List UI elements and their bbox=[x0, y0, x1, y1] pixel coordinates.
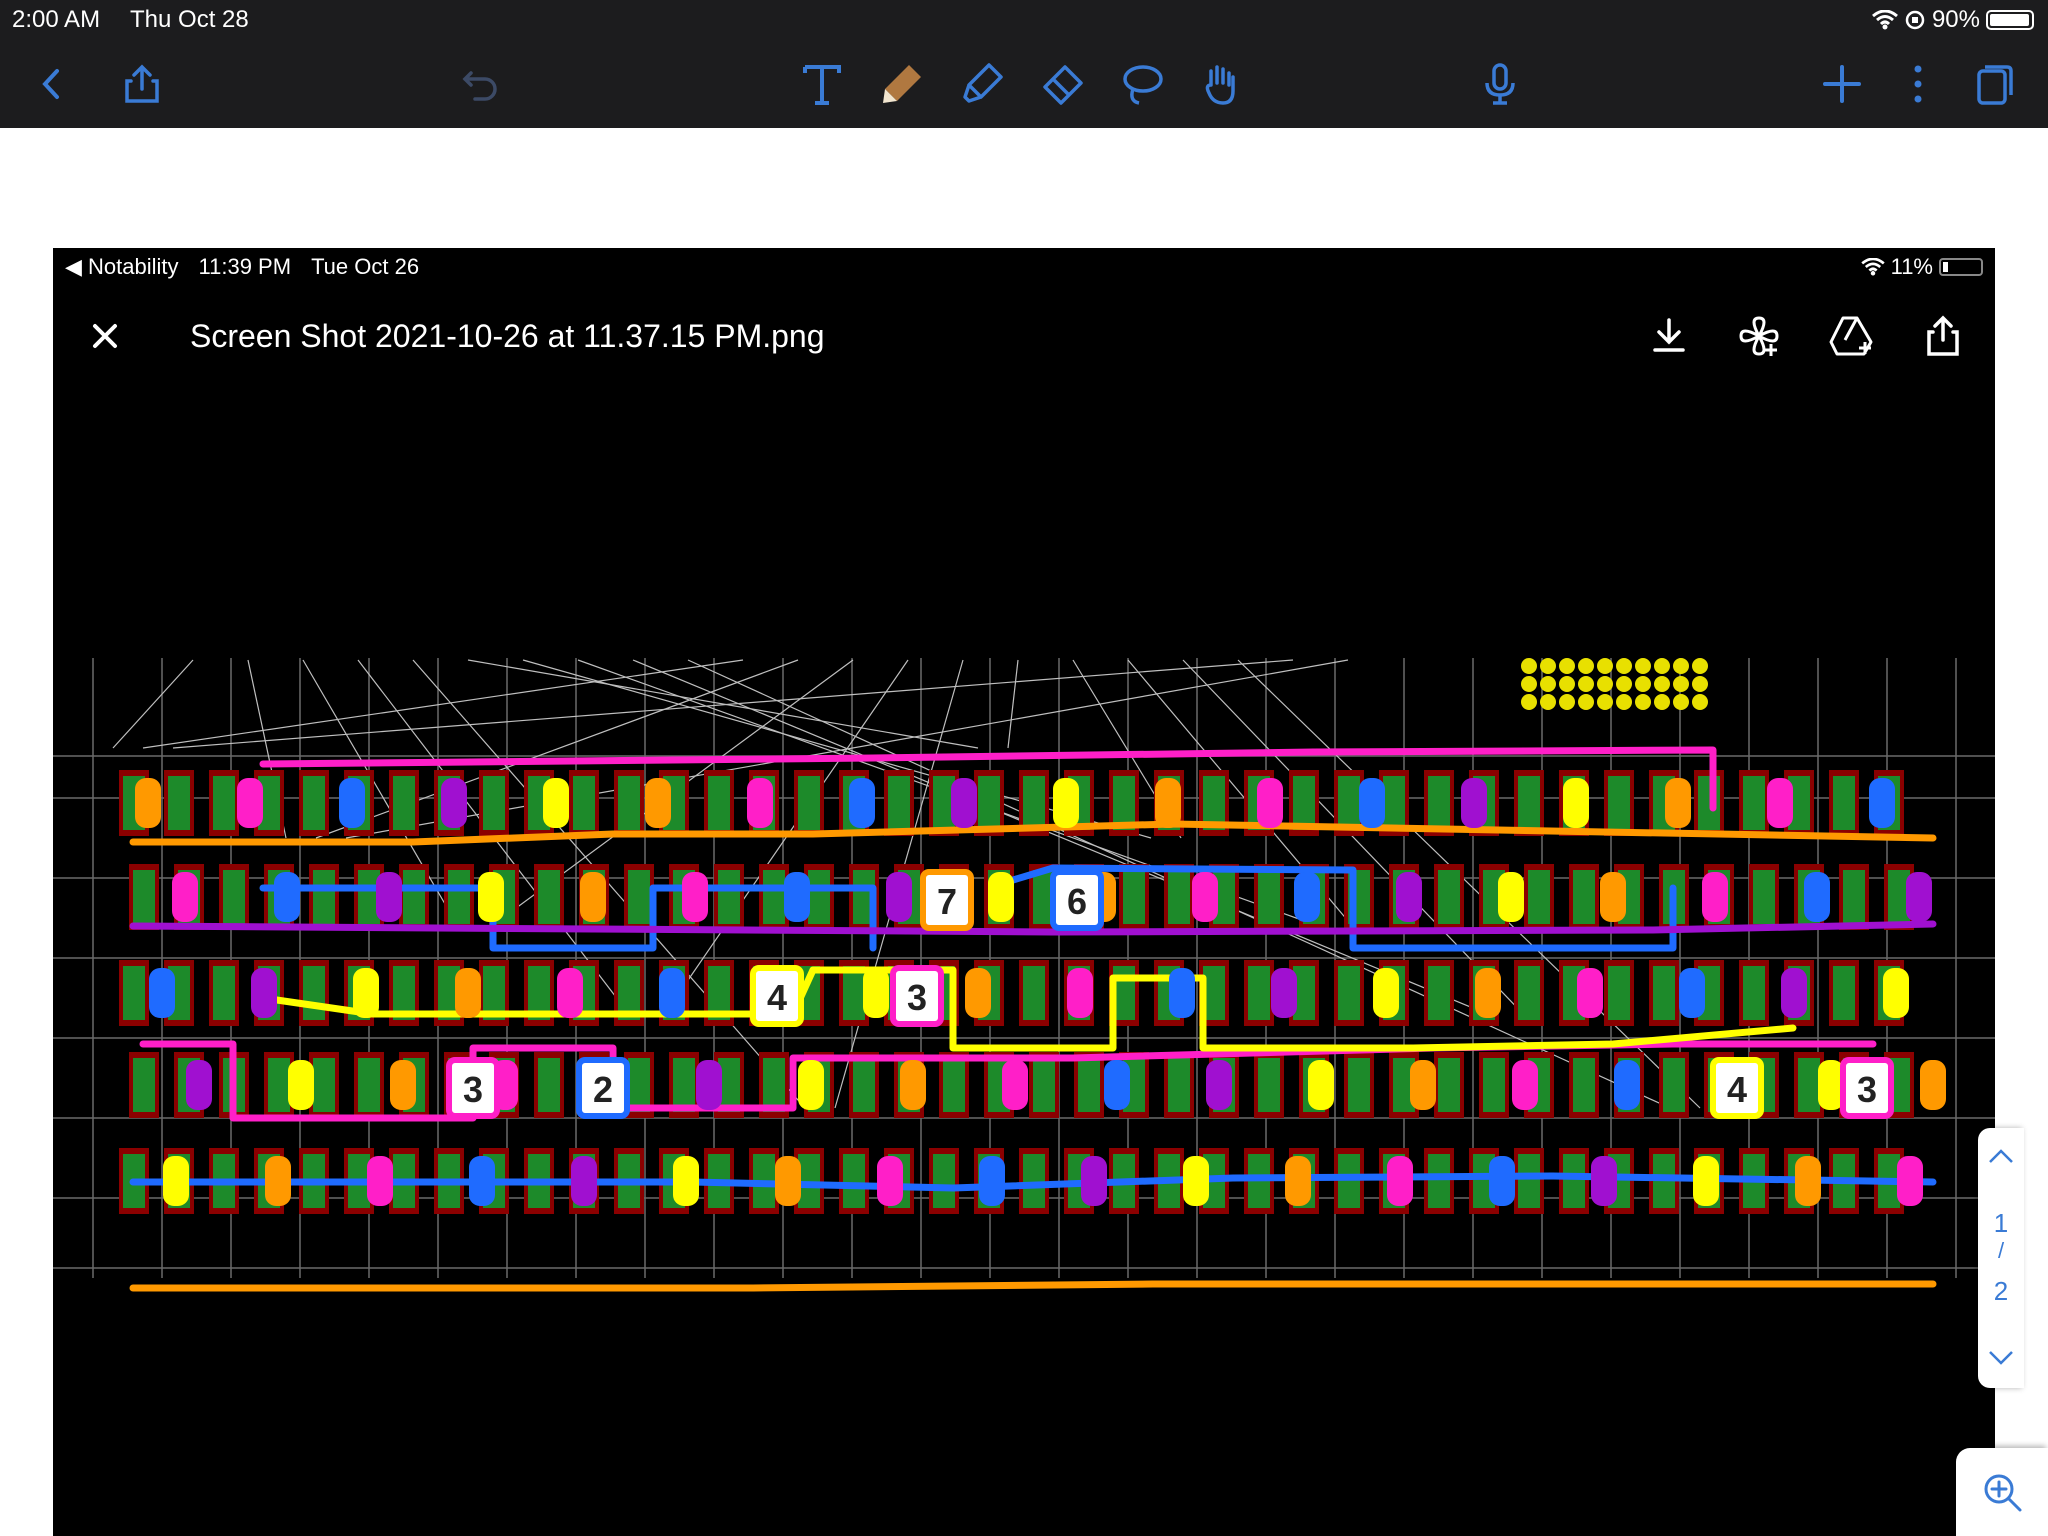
page-separator: / bbox=[1997, 1238, 2005, 1263]
more-icon bbox=[1914, 65, 1922, 103]
share-icon[interactable] bbox=[1919, 312, 1967, 360]
annotation-number: 4 bbox=[767, 977, 787, 1018]
annotation-number: 3 bbox=[1857, 1069, 1877, 1110]
add-button[interactable] bbox=[1816, 58, 1868, 110]
chevron-left-icon bbox=[42, 69, 59, 99]
add-to-drive-icon[interactable] bbox=[1827, 312, 1875, 360]
pencil-tool-button[interactable] bbox=[876, 58, 928, 110]
download-icon[interactable] bbox=[1645, 312, 1693, 360]
page-navigator: 1 / 2 bbox=[1978, 1128, 2024, 1388]
battery-icon bbox=[1986, 10, 2034, 30]
device-status-bar: 2:00 AM Thu Oct 28 90% bbox=[0, 0, 2048, 40]
status-time: 2:00 AM bbox=[12, 6, 101, 33]
hand-icon bbox=[1205, 65, 1235, 105]
lasso-icon bbox=[1123, 65, 1163, 105]
inner-back-to-app: ◀ Notability bbox=[65, 254, 179, 279]
annotation-number: 7 bbox=[937, 881, 957, 922]
orientation-lock-icon bbox=[1905, 10, 1925, 30]
close-icon[interactable] bbox=[83, 314, 127, 358]
annotation-number: 3 bbox=[463, 1069, 483, 1110]
photo-viewer-bar: Screen Shot 2021-10-26 at 11.37.15 PM.pn… bbox=[53, 284, 1995, 388]
undo-icon bbox=[462, 71, 497, 101]
share-button[interactable] bbox=[116, 58, 168, 110]
inner-date: Tue Oct 26 bbox=[311, 254, 420, 279]
more-button[interactable] bbox=[1892, 58, 1944, 110]
file-name: Screen Shot 2021-10-26 at 11.37.15 PM.pn… bbox=[190, 318, 825, 354]
pages-button[interactable] bbox=[1968, 58, 2020, 110]
status-right: 90% bbox=[1871, 6, 2034, 34]
highlighter-tool-button[interactable] bbox=[956, 58, 1008, 110]
annotation-number: 3 bbox=[907, 977, 927, 1018]
annotation-number: 4 bbox=[1727, 1069, 1747, 1110]
pencil-icon bbox=[883, 65, 921, 103]
status-date: Thu Oct 28 bbox=[130, 6, 249, 33]
zoom-button[interactable] bbox=[1956, 1448, 2048, 1536]
microphone-icon bbox=[1485, 63, 1515, 105]
total-pages: 2 bbox=[1993, 1276, 2009, 1306]
hand-tool-button[interactable] bbox=[1194, 58, 1246, 110]
plus-icon bbox=[1823, 65, 1861, 103]
eraser-tool-button[interactable] bbox=[1036, 58, 1088, 110]
wifi-icon bbox=[1871, 10, 1898, 30]
current-page: 1 bbox=[1993, 1208, 2009, 1238]
app-toolbar bbox=[0, 40, 2048, 128]
highlighter-icon bbox=[963, 63, 1003, 103]
pcb-layout-image: 7 6 4 3 3 2 4 3 bbox=[53, 658, 1995, 1292]
battery-percent: 90% bbox=[1931, 6, 1980, 33]
embedded-screenshot: ◀ Notability 11:39 PM Tue Oct 26 11% Scr… bbox=[53, 248, 1995, 1536]
share-icon bbox=[125, 64, 159, 103]
undo-button[interactable] bbox=[454, 58, 506, 110]
inner-status-bar: ◀ Notability 11:39 PM Tue Oct 26 11% bbox=[53, 248, 1995, 284]
annotation-number: 6 bbox=[1067, 881, 1087, 922]
text-tool-button[interactable] bbox=[796, 58, 848, 110]
text-tool-icon bbox=[803, 65, 841, 105]
annotation-number: 2 bbox=[593, 1069, 613, 1110]
lasso-tool-button[interactable] bbox=[1116, 58, 1168, 110]
inner-time: 11:39 PM bbox=[198, 254, 292, 279]
chevron-down-icon[interactable] bbox=[1984, 1342, 2018, 1372]
chevron-up-icon[interactable] bbox=[1984, 1142, 2018, 1172]
wifi-icon bbox=[1860, 258, 1885, 276]
zoom-in-icon bbox=[1984, 1474, 2022, 1512]
microphone-button[interactable] bbox=[1474, 58, 1526, 110]
back-button[interactable] bbox=[26, 58, 78, 110]
pages-icon bbox=[1977, 65, 2013, 105]
battery-icon bbox=[1939, 258, 1983, 276]
eraser-icon bbox=[1043, 65, 1083, 105]
add-to-photos-icon[interactable] bbox=[1735, 312, 1783, 360]
inner-battery-percent: 11% bbox=[1890, 254, 1933, 279]
